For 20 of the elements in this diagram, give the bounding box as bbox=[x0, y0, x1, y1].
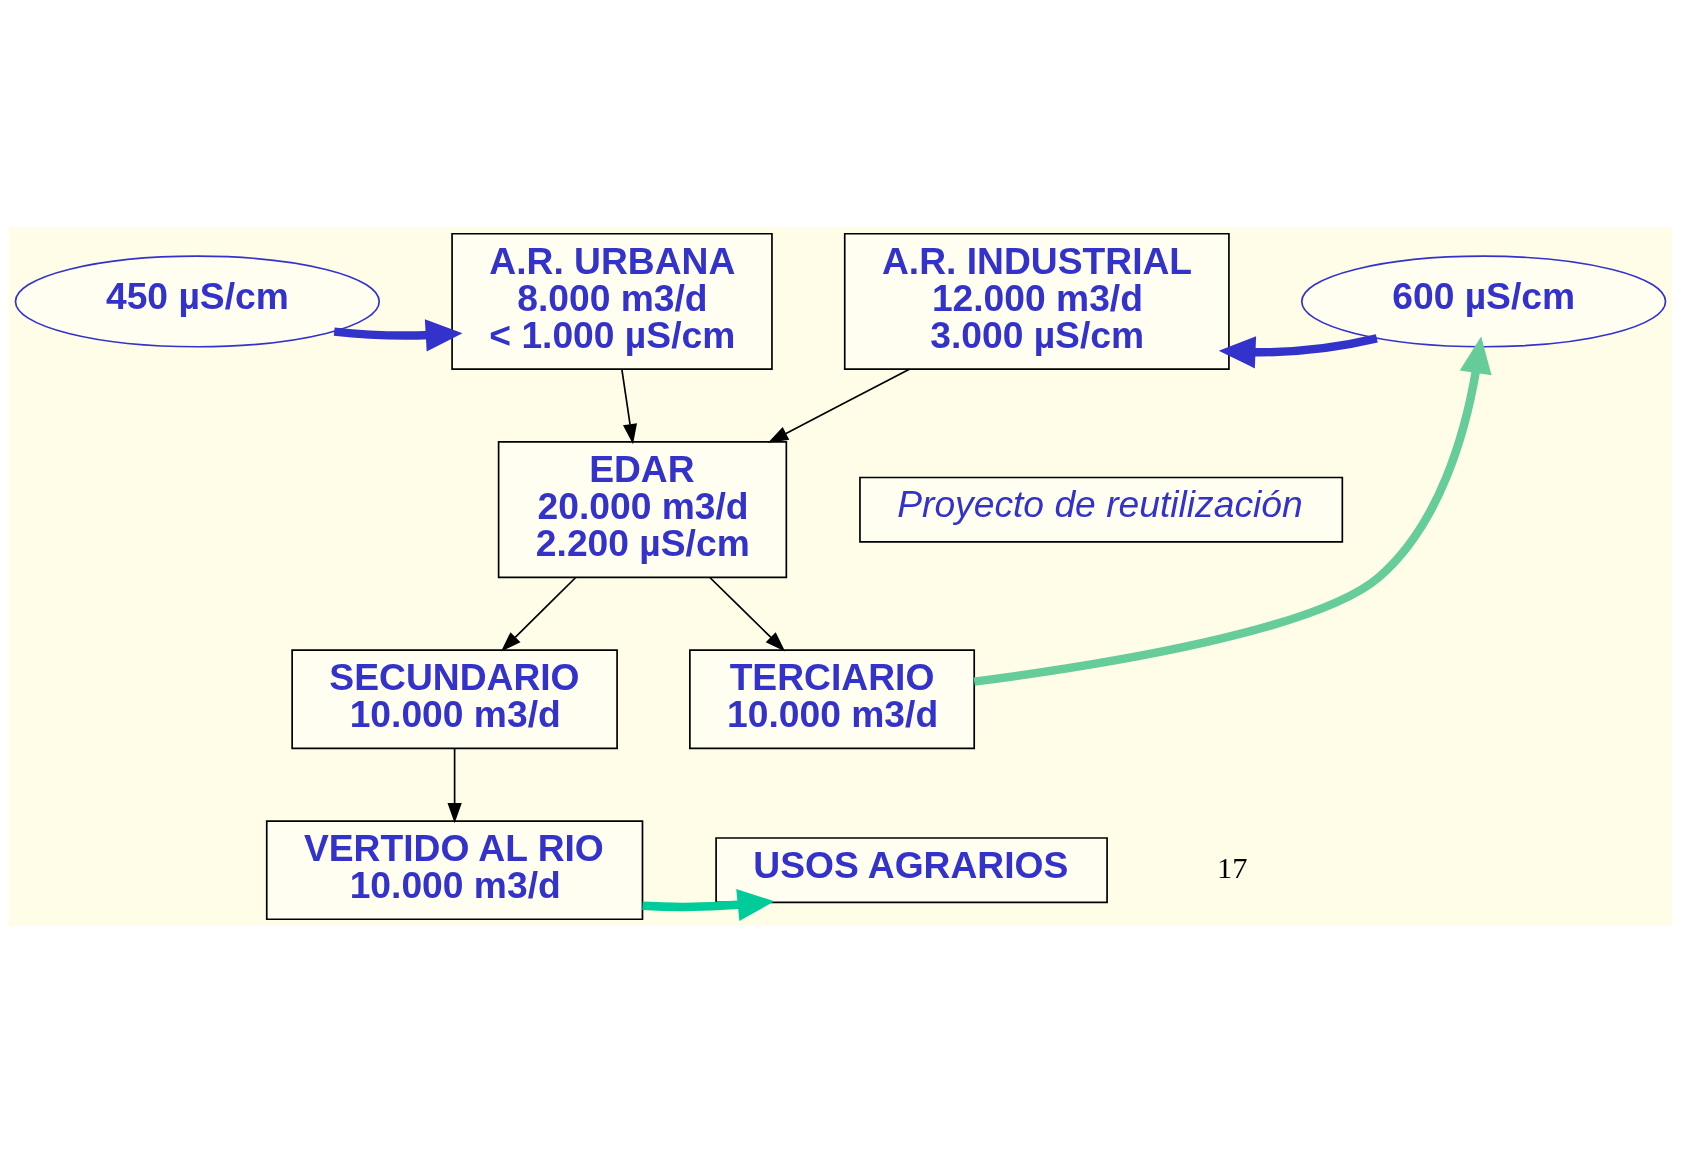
node-ellipse: 450 µS/cm bbox=[14, 255, 381, 348]
node-box: SECUNDARIO 10.000 m3/d bbox=[291, 649, 618, 750]
arrow bbox=[447, 747, 462, 824]
arrow bbox=[333, 319, 463, 352]
arrow bbox=[709, 576, 786, 652]
arrow bbox=[501, 576, 577, 652]
label: 17 bbox=[1217, 850, 1248, 885]
node-box: Proyecto de reutilización bbox=[859, 476, 1344, 543]
node-box: VERTIDO AL RIO 10.000 m3/d bbox=[265, 820, 644, 921]
node-box: EDAR 20.000 m3/d 2.200 µS/cm bbox=[497, 441, 788, 579]
arrow bbox=[642, 888, 775, 921]
node-box: A.R. URBANA 8.000 m3/d < 1.000 µS/cm bbox=[451, 232, 773, 370]
arrow bbox=[621, 368, 638, 445]
node-ellipse: 600 µS/cm bbox=[1300, 255, 1667, 348]
node-box: A.R. INDUSTRIAL 12.000 m3/d 3.000 µS/cm bbox=[843, 232, 1230, 370]
arrow bbox=[973, 336, 1492, 686]
node-box: TERCIARIO 10.000 m3/d bbox=[689, 649, 976, 750]
arrow bbox=[767, 368, 911, 443]
node-box: USOS AGRARIOS bbox=[715, 837, 1108, 904]
arrow bbox=[1218, 334, 1378, 369]
